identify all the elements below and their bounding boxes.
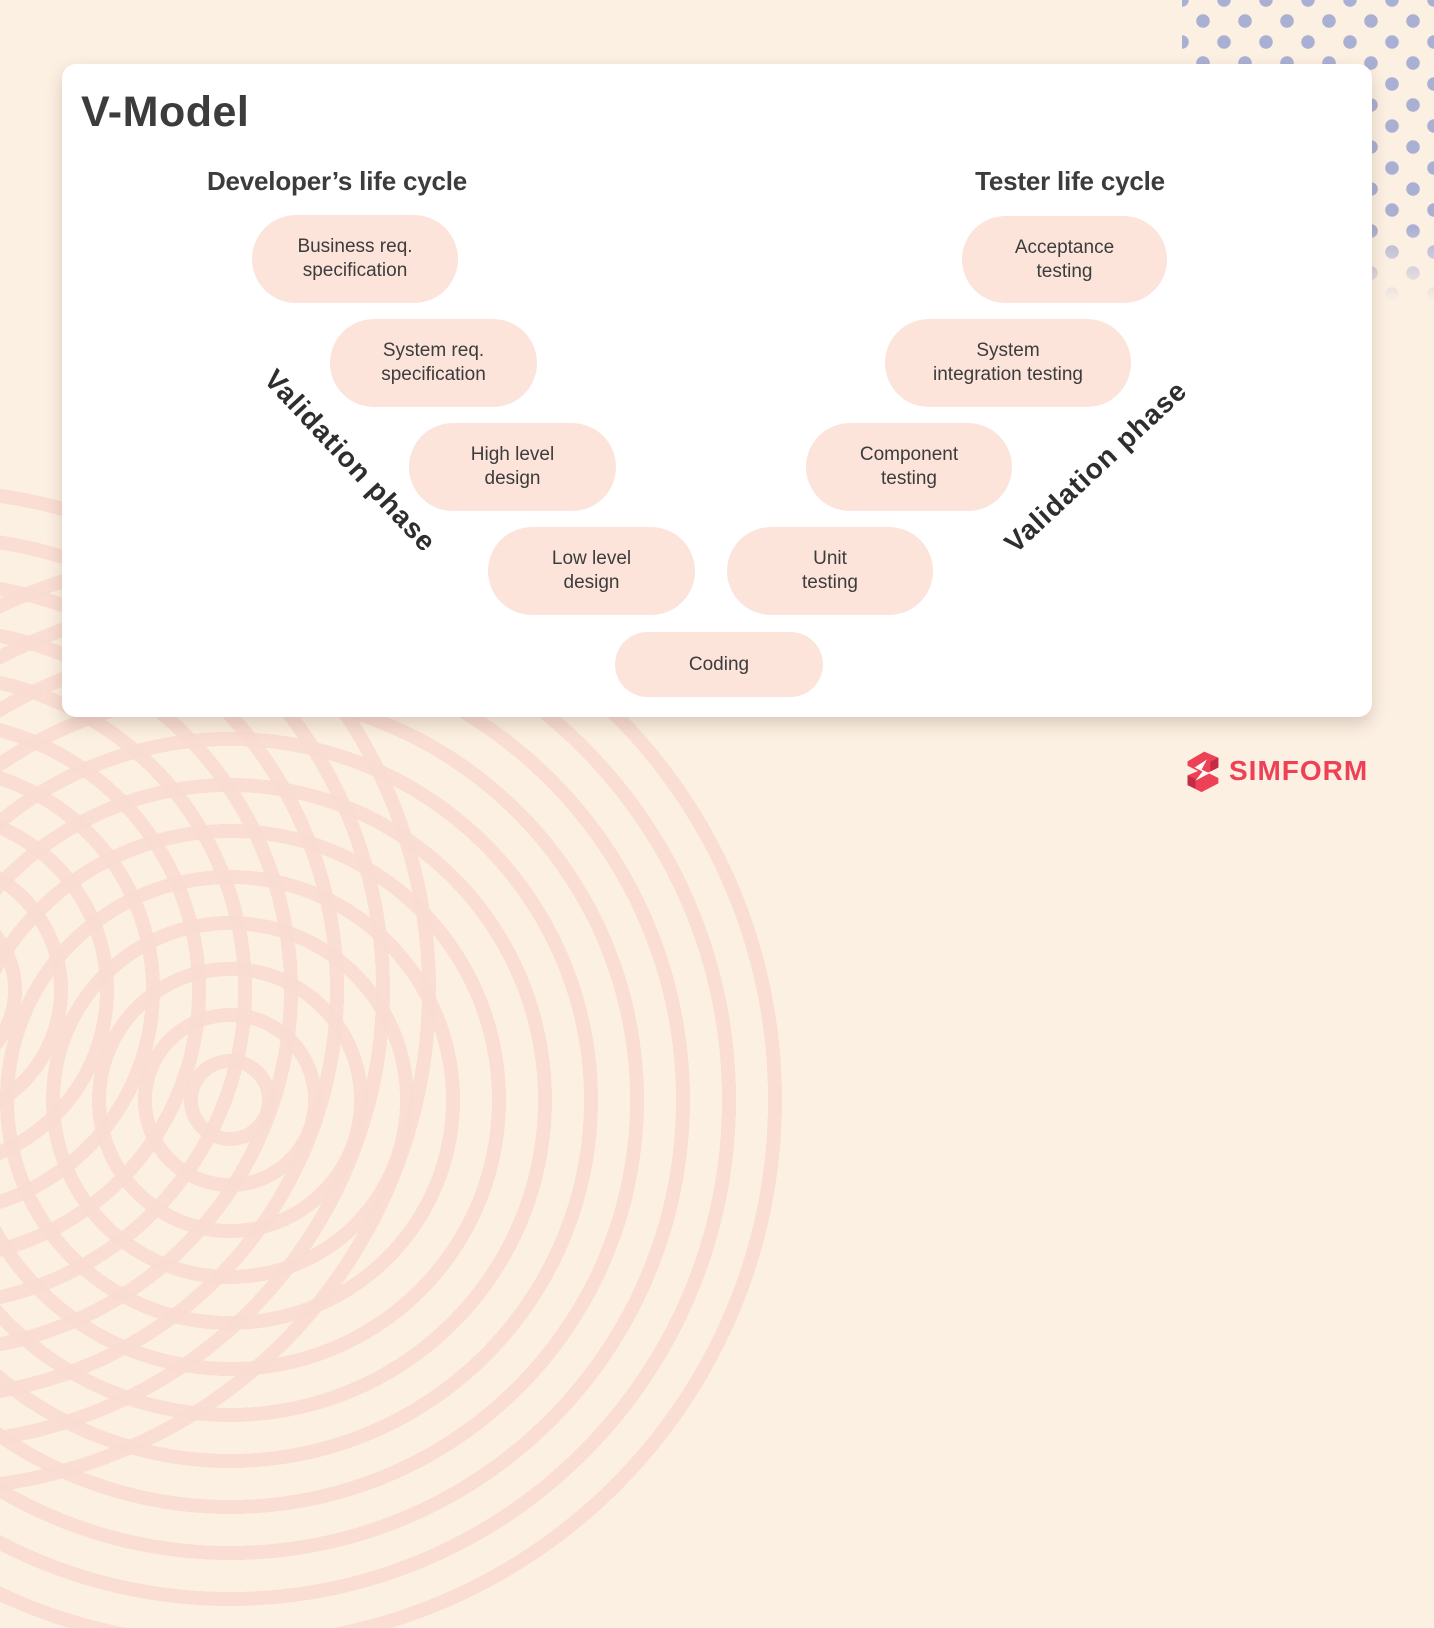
step-pill-unit-testing: Unit testing — [727, 527, 933, 615]
step-pill-system-req-specification: System req. specification — [330, 319, 537, 407]
step-label: System integration testing — [933, 340, 1083, 385]
developer-lifecycle-heading: Developer’s life cycle — [206, 166, 468, 196]
simform-logo-icon — [1183, 749, 1222, 793]
step-label: Low level design — [551, 548, 632, 593]
step-label: Acceptance testing — [1014, 236, 1115, 282]
page-title: V-Model — [81, 88, 250, 136]
tester-lifecycle-heading: Tester life cycle — [975, 166, 1165, 196]
simform-logo-text: SIMFORM — [1229, 755, 1369, 786]
step-label: System req. specification — [381, 340, 486, 385]
step-label: Unit testing — [802, 548, 858, 593]
step-pill-low-level-design: Low level design — [488, 527, 695, 615]
step-pill-business-req-specification: Business req. specification — [252, 215, 458, 303]
diagram-card: V-Model Developer’s life cycle Tester li… — [62, 64, 1372, 717]
simform-logo: SIMFORM — [1183, 749, 1368, 793]
step-label: Component testing — [859, 444, 959, 489]
step-pill-acceptance-testing: Acceptance testing — [962, 216, 1167, 303]
step-pill-system-integration-testing: System integration testing — [885, 319, 1131, 407]
step-label: Coding — [688, 653, 750, 675]
step-pill-coding: Coding — [615, 632, 823, 697]
step-pill-high-level-design: High level design — [409, 423, 616, 511]
step-pill-component-testing: Component testing — [806, 423, 1012, 511]
step-label: High level design — [470, 444, 555, 489]
step-label: Business req. specification — [297, 236, 413, 281]
